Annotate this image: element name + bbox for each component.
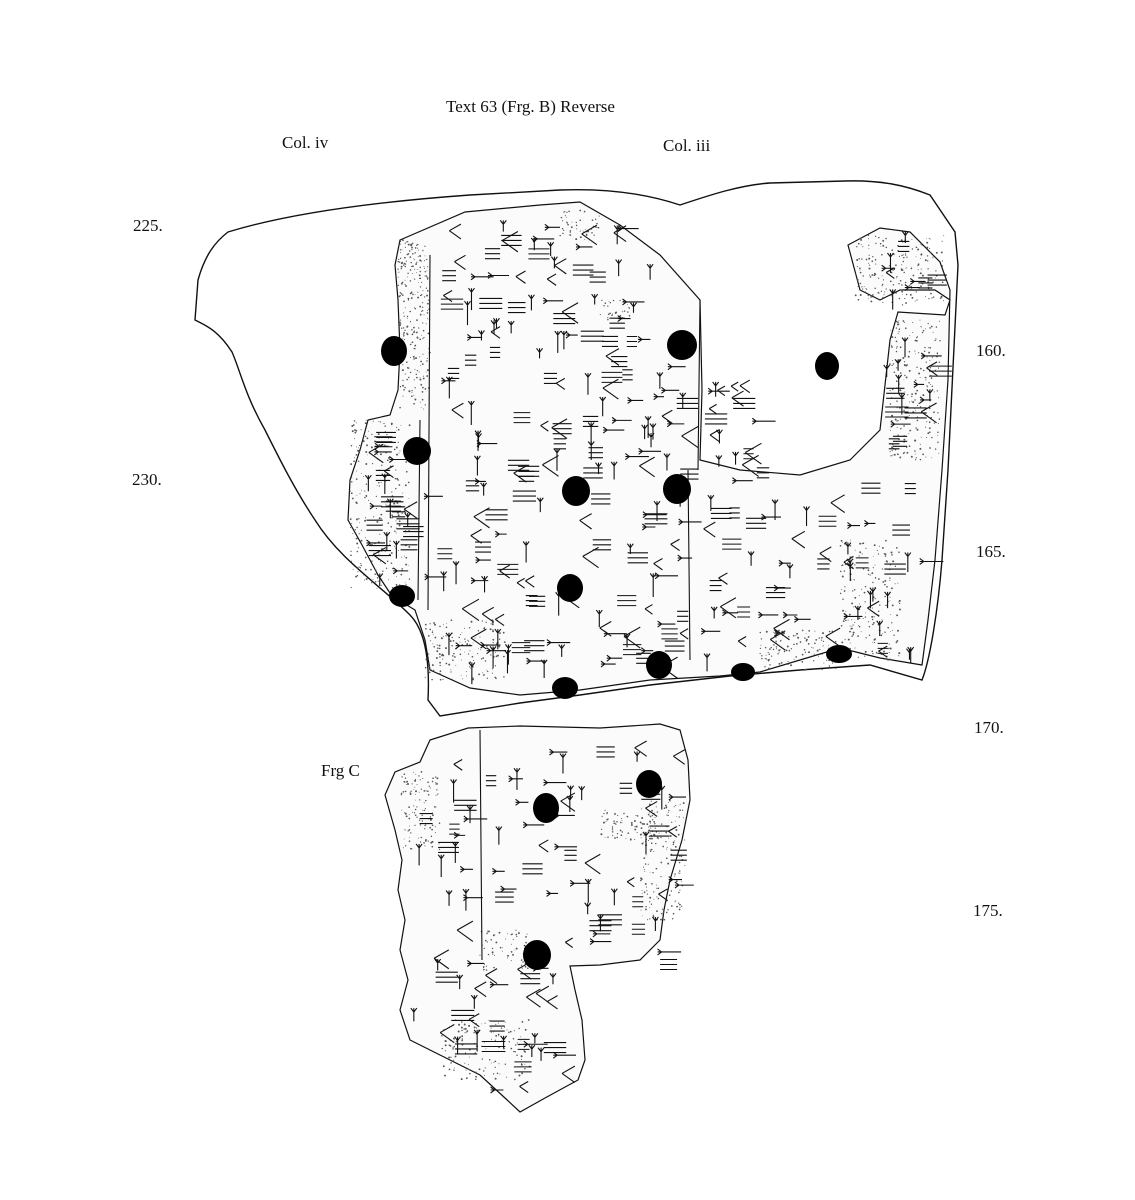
hole [663, 474, 691, 504]
tablet-outline [194, 180, 959, 717]
hole [646, 651, 672, 679]
line-number-175: 175. [973, 901, 1003, 920]
black-holes [381, 330, 852, 970]
column-divider-lines [417, 254, 701, 961]
hole [389, 585, 415, 607]
cuneiform-signs [364, 220, 952, 1094]
line-number-170: 170. [974, 718, 1004, 737]
hole [636, 770, 662, 798]
hole [815, 352, 839, 380]
line-number-165: 165. [976, 542, 1006, 561]
column-label-iv: Col. iv [282, 133, 329, 152]
hole [403, 437, 431, 465]
hole [731, 663, 755, 681]
hole [381, 336, 407, 366]
hole [552, 677, 578, 699]
hole [562, 476, 590, 506]
fragment-c-label: Frg C [321, 761, 360, 780]
hole [557, 574, 583, 602]
hole [523, 940, 551, 970]
figure-title: Text 63 (Frg. B) Reverse [446, 97, 615, 116]
hole [533, 793, 559, 823]
fragment-b-surface [347, 201, 951, 696]
line-number-225: 225. [133, 216, 163, 235]
hole [667, 330, 697, 360]
line-number-230: 230. [132, 470, 162, 489]
hole [826, 645, 852, 663]
column-label-iii: Col. iii [663, 136, 711, 155]
line-number-160: 160. [976, 341, 1006, 360]
